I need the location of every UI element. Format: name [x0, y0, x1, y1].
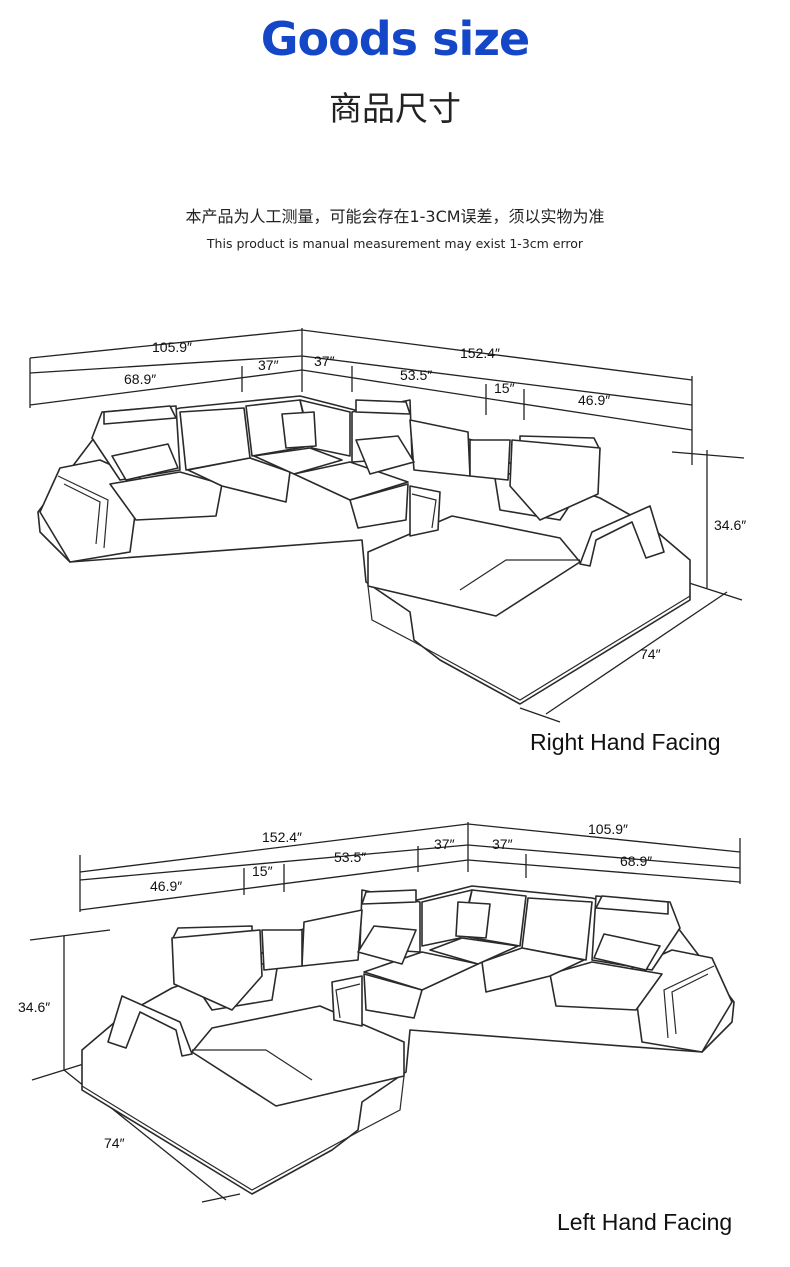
dim-depth: 74″: [640, 646, 661, 662]
dim-left-corner: 37″: [258, 357, 279, 373]
dim-chaise-width: 46.9″: [150, 878, 182, 894]
dim-height: 34.6″: [714, 517, 746, 533]
sofa-drawing-right: [37, 395, 691, 705]
dim-right-inner: 68.9″: [620, 853, 652, 869]
dim-right-corner: 37″: [314, 353, 335, 369]
dimension-lines-bottom: [29, 822, 741, 1203]
dimension-lines-top: [29, 328, 745, 723]
dim-total-left: 105.9″: [152, 339, 192, 355]
sofa-drawing-left: [81, 885, 735, 1195]
dim-left-inner: 68.9″: [124, 371, 156, 387]
page-title: Goods size: [260, 12, 530, 66]
dim-right-corner: 37″: [492, 836, 513, 852]
dim-depth: 74″: [104, 1135, 125, 1151]
dim-gap: 15″: [494, 380, 515, 396]
dim-total-right: 105.9″: [588, 821, 628, 837]
measurement-note-en: This product is manual measurement may e…: [206, 236, 584, 251]
dim-middle: 53.5″: [400, 367, 432, 383]
caption-right-hand-facing: Right Hand Facing: [530, 729, 721, 755]
dim-gap: 15″: [252, 863, 273, 879]
page-subtitle-cn: 商品尺寸: [329, 89, 461, 128]
dim-total-right: 152.4″: [460, 345, 500, 361]
measurement-note-cn: 本产品为人工测量，可能会存在1-3CM误差，须以实物为准: [185, 207, 605, 226]
caption-left-hand-facing: Left Hand Facing: [557, 1209, 733, 1235]
dim-middle: 53.5″: [334, 849, 366, 865]
dim-left-corner: 37″: [434, 836, 455, 852]
dim-chaise-width: 46.9″: [578, 392, 610, 408]
dim-height: 34.6″: [18, 999, 50, 1015]
dim-total-left: 152.4″: [262, 829, 302, 845]
